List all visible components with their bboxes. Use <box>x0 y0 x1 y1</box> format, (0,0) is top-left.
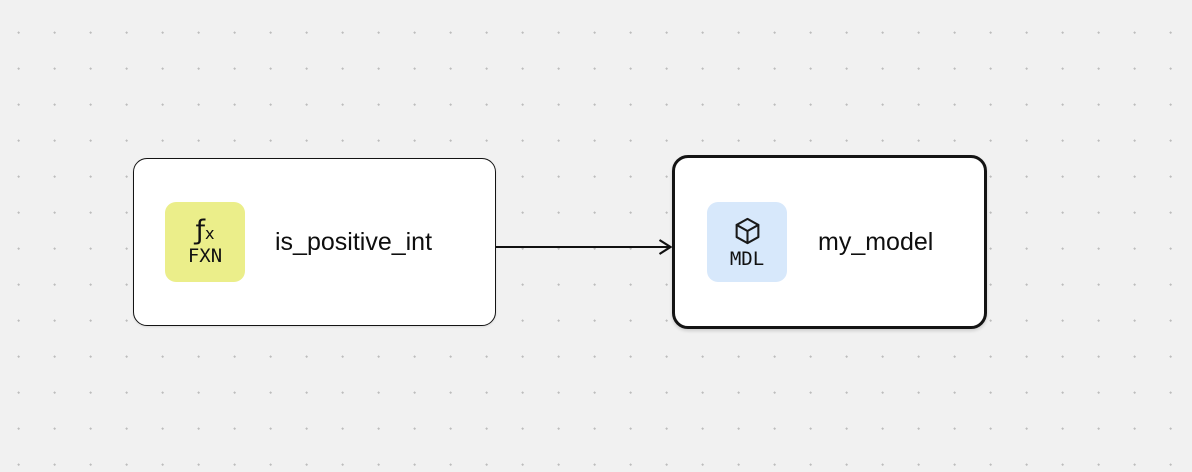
function-glyph-x: x <box>205 224 215 244</box>
function-badge: ƒx FXN <box>165 202 245 282</box>
model-badge: MDL <box>707 202 787 282</box>
node-label: is_positive_int <box>275 227 433 256</box>
node-is-positive-int[interactable]: ƒx FXN is_positive_int <box>133 158 496 326</box>
node-label: my_model <box>818 227 934 256</box>
edge-arrowhead-icon <box>658 239 673 255</box>
node-my-model[interactable]: MDL my_model <box>672 155 987 329</box>
badge-kind-label: FXN <box>187 245 223 268</box>
function-glyph-f: ƒ <box>195 215 206 247</box>
edge-is-positive-int-to-my-model[interactable] <box>496 239 673 255</box>
function-icon: ƒx <box>196 217 215 244</box>
cube-icon <box>732 215 763 247</box>
badge-kind-label: MDL <box>729 247 765 270</box>
